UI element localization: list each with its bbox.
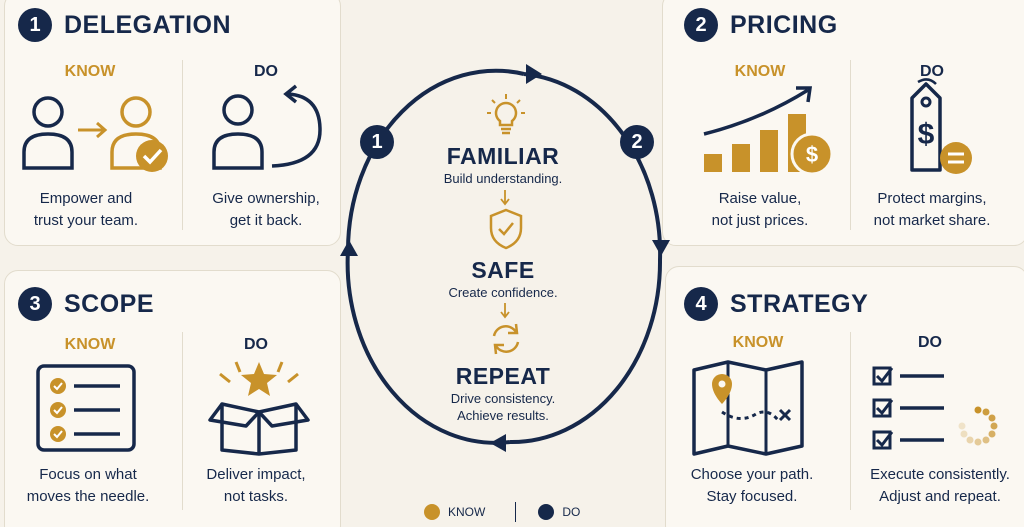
rising-bars-dollar-icon: $ [703,86,834,176]
know-label: KNOW [732,334,784,351]
step-title: SAFE [471,257,535,283]
step-title: FAMILIAR [446,143,560,169]
do-description: Deliver impact, not tasks. [206,466,306,505]
column-divider [182,60,183,230]
pricing-card [662,0,1024,246]
map-path-icon [692,360,804,456]
shield-check-icon [489,208,523,250]
open-box-star-icon [208,361,310,456]
do-column: DO [852,63,1012,81]
step-down-arrow-icon [500,190,510,206]
step-familiar: FAMILIAR Build understanding. [403,143,603,187]
checklist-icon [36,364,136,452]
cycle-diagram [340,64,670,452]
card-number-badge: 1 [18,8,52,42]
do-column: DO [186,63,346,81]
cycle-marker-2: 2 [620,125,654,159]
know-column: KNOW [10,336,170,354]
step-subtitle: Drive consistency. [450,391,556,406]
checklist-spinner-icon [872,366,998,450]
do-description: Give ownership, get it back. [212,190,320,229]
repeat-arrows-icon [492,323,520,355]
card-number-badge: 2 [684,8,718,42]
step-safe: SAFE Create confidence. [403,257,603,301]
legend-know-label: KNOW [448,505,486,519]
price-tag-equals-icon: $ [910,78,972,174]
delegation-card [4,0,341,246]
card-title: PRICING [730,10,838,39]
delegation-header: 1 DELEGATION [18,8,231,42]
do-column: DO [850,334,1010,352]
card-number-badge: 4 [684,287,718,321]
cycle-arrow-top [526,64,542,84]
do-label: DO [244,336,268,353]
step-repeat: REPEAT Drive consistency. Achieve result… [403,363,603,424]
cycle-marker-1: 1 [360,125,394,159]
know-description: Focus on what moves the needle. [26,466,150,505]
know-description: Raise value, not just prices. [711,190,809,229]
card-title: DELEGATION [64,10,232,39]
do-label: DO [920,63,944,80]
legend-know-swatch [424,504,440,520]
know-description: Choose your path. Stay focused. [690,466,814,505]
do-column: DO [176,336,336,354]
do-label: DO [254,63,278,80]
step-subtitle-2: Achieve results. [457,408,549,423]
step-down-arrow-icon [500,303,510,319]
cycle-arrow-left [340,240,358,256]
know-label: KNOW [64,63,116,80]
step-subtitle: Create confidence. [448,285,558,300]
card-title: STRATEGY [730,289,869,318]
cycle-arrow-right [652,240,670,256]
know-column: KNOW [10,63,170,81]
step-title: REPEAT [455,363,551,389]
card-title: SCOPE [64,289,155,318]
know-column: KNOW [678,334,838,352]
svg-text:$: $ [806,142,818,167]
scope-card [4,270,341,527]
person-return-arrow-icon [212,84,322,170]
strategy-header: 4 STRATEGY [684,287,868,321]
scope-header: 3 SCOPE [18,287,154,321]
know-column: KNOW [680,63,840,81]
svg-text:$: $ [918,118,935,151]
know-label: KNOW [734,63,786,80]
column-divider [850,332,851,510]
legend-do-label: DO [562,505,581,519]
pricing-header: 2 PRICING [684,8,838,42]
person-to-person-check-icon [22,96,168,172]
column-divider [182,332,183,510]
lightbulb-icon [487,94,525,135]
column-divider [850,60,851,230]
know-label: KNOW [64,336,116,353]
legend-separator [515,502,517,522]
step-subtitle: Build understanding. [443,171,563,186]
do-description: Protect margins, not market share. [873,190,991,229]
know-description: Empower and trust your team. [33,190,139,229]
legend-do-swatch [538,504,555,520]
cycle-arrow-bottom [490,434,506,452]
legend: KNOW DO [424,502,580,522]
do-label: DO [918,334,942,351]
do-description: Execute consistently. Adjust and repeat. [870,466,1010,505]
card-number-badge: 3 [18,287,52,321]
